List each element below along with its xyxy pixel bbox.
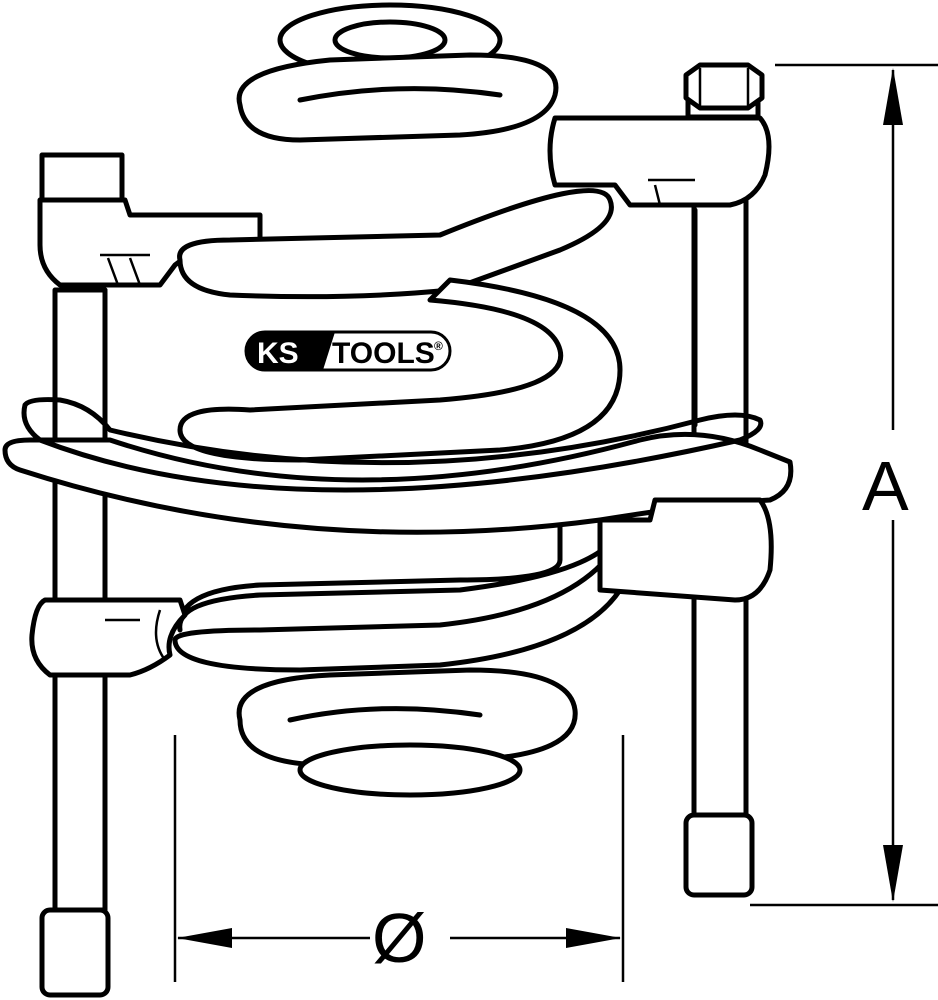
arrow-right-icon [566, 928, 621, 948]
registered-mark: ® [434, 339, 443, 353]
logo-tools-text: TOOLS [332, 337, 435, 370]
lower-right-jaw [597, 497, 774, 603]
upper-left-jaw [37, 197, 263, 288]
coil-spring [172, 2, 623, 798]
front-clamp-shoe [2, 431, 794, 535]
arrow-down-icon [883, 845, 903, 902]
dimension-diameter: Ø [173, 735, 625, 982]
dimension-a: A [750, 63, 938, 907]
dimension-a-label: A [862, 447, 909, 525]
back-plate [102, 207, 698, 603]
lower-left-jaw [29, 597, 188, 678]
hex-nut-icon [683, 62, 765, 111]
arrow-left-icon [177, 928, 232, 948]
dimension-diameter-label: Ø [372, 899, 426, 977]
arrow-up-icon [883, 68, 903, 125]
upper-right-jaw [547, 62, 772, 208]
logo-ks-text: KS [257, 337, 299, 370]
ks-tools-logo: KS TOOLS ® [244, 330, 452, 372]
